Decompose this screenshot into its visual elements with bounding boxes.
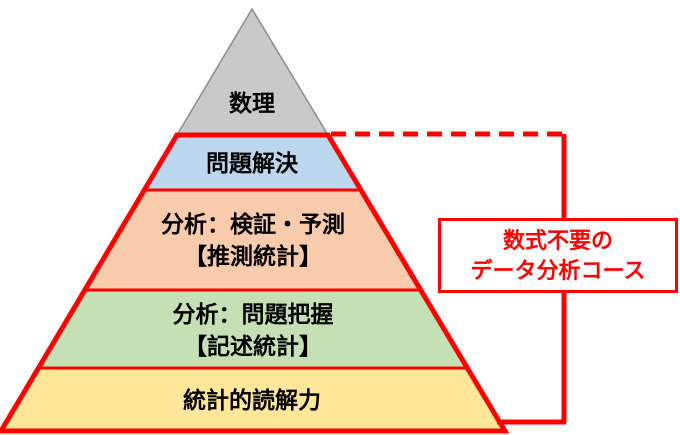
pyramid-level-analysis-descriptive-label: 分析：問題把握 【記述統計】 — [173, 298, 334, 362]
course-callout-line2: データ分析コース — [470, 257, 646, 283]
pyramid-level-statistical-literacy-label: 統計的読解力 — [183, 384, 321, 416]
pyramid-level-analysis-inferential-label: 分析：検証・予測 【推測統計】 — [161, 208, 345, 272]
label-line: 分析：問題把握 — [172, 301, 334, 327]
pyramid-level-math-label: 数理 — [229, 87, 275, 119]
label-line: 分析：検証・予測 — [161, 211, 345, 237]
course-callout-line1: 数式不要の — [502, 227, 613, 253]
pyramid-level-problem-solving-label: 問題解決 — [206, 147, 298, 179]
label-line: 統計的読解力 — [183, 387, 321, 413]
label-line: 数理 — [229, 90, 275, 116]
label-line: 【記述統計】 — [184, 333, 322, 359]
course-callout: 数式不要の データ分析コース — [438, 218, 678, 293]
label-line: 【推測統計】 — [184, 243, 322, 269]
label-line: 問題解決 — [206, 150, 298, 176]
course-scope-outline — [0, 132, 510, 434]
